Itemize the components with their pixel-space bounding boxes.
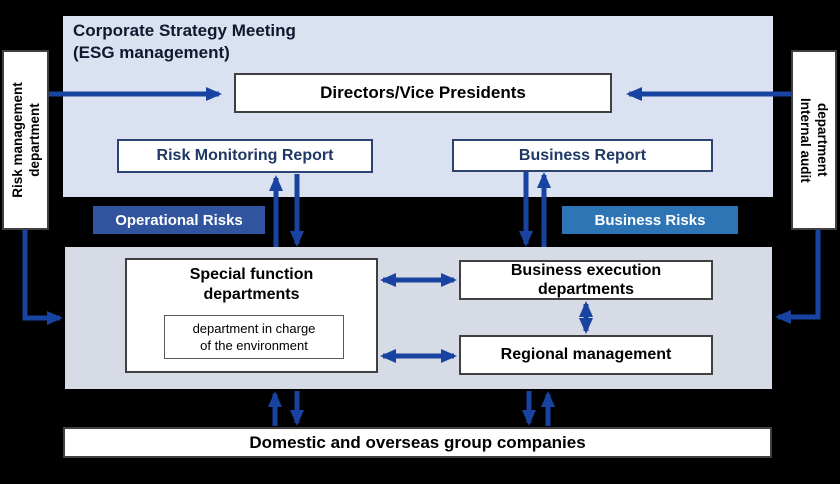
regional-management-box: Regional management xyxy=(459,335,713,375)
internal-audit-line2: department xyxy=(815,103,830,177)
risk-monitoring-report-box: Risk Monitoring Report xyxy=(117,139,373,173)
special-function-line2: departments xyxy=(203,286,300,303)
risk-management-line1: Risk management xyxy=(9,82,25,198)
internal-audit-line1: Internal audit xyxy=(798,97,813,183)
section-title-line1: Corporate Strategy Meeting xyxy=(73,21,296,40)
risk-management-department-label: Risk management department xyxy=(9,82,43,198)
regional-management-label: Regional management xyxy=(500,346,672,363)
business-report-label: Business Report xyxy=(518,146,647,164)
environment-department-box: department in charge of the environment xyxy=(164,315,344,359)
business-report-box: Business Report xyxy=(452,139,713,172)
arrow-audit-dept-to-execution-section xyxy=(775,230,821,324)
group-companies-box: Domestic and overseas group companies xyxy=(63,427,772,458)
special-function-departments-box: Special function departments department … xyxy=(125,258,378,373)
arrow-risk-dept-to-execution-section xyxy=(22,230,63,325)
risk-monitoring-report-label: Risk Monitoring Report xyxy=(156,147,334,164)
directors-box: Directors/Vice Presidents xyxy=(234,73,612,113)
internal-audit-department-label: Internal audit department xyxy=(797,52,831,228)
directors-label: Directors/Vice Presidents xyxy=(320,83,526,102)
risk-management-line2: department xyxy=(26,103,42,177)
special-function-label: Special function departments xyxy=(127,265,376,305)
special-function-line1: Special function xyxy=(189,266,314,283)
operational-risks-badge: Operational Risks xyxy=(93,206,265,234)
environment-dept-line2: of the environment xyxy=(200,338,308,353)
business-risks-badge: Business Risks xyxy=(562,206,738,234)
internal-audit-department-box: Internal audit department xyxy=(791,50,837,230)
business-execution-line2: departments xyxy=(537,281,635,298)
business-risks-label: Business Risks xyxy=(594,211,706,229)
section-title: Corporate Strategy Meeting (ESG manageme… xyxy=(73,20,493,64)
group-companies-label: Domestic and overseas group companies xyxy=(249,432,586,452)
risk-management-department-box: Risk management department xyxy=(2,50,49,230)
operational-risks-label: Operational Risks xyxy=(115,211,243,229)
business-execution-line1: Business execution xyxy=(510,262,662,279)
business-execution-departments-box: Business execution departments xyxy=(459,260,713,300)
section-title-line2: (ESG management) xyxy=(73,43,230,62)
environment-dept-line1: department in charge xyxy=(192,321,316,336)
